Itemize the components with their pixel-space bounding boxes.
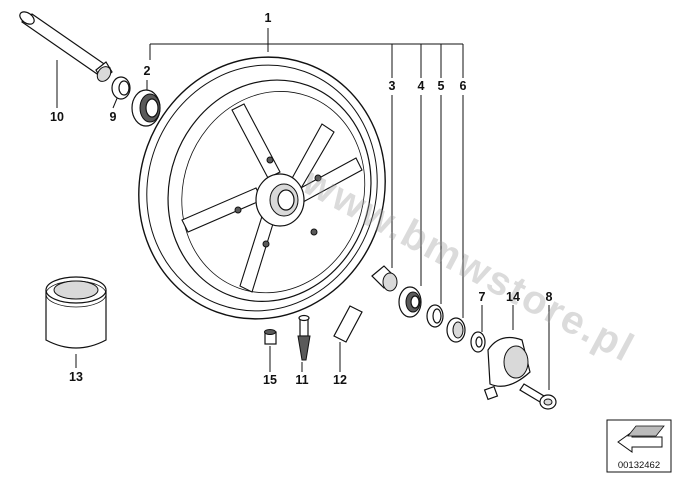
grease-can-part-13 (45, 276, 107, 349)
callout-2: 2 (144, 64, 151, 78)
ring-part-5 (426, 304, 444, 328)
callout-labels: 1 2 3 4 5 6 7 8 9 10 11 12 13 14 15 (50, 11, 552, 387)
callout-4: 4 (418, 79, 425, 93)
bearing-part-2 (131, 89, 161, 127)
callout-7: 7 (479, 290, 486, 304)
callout-3: 3 (389, 79, 396, 93)
sensor-part-14 (483, 337, 531, 401)
callout-15: 15 (263, 373, 277, 387)
reference-box: 00132462 (606, 419, 672, 473)
callout-11: 11 (295, 373, 308, 387)
sleeve-part-3 (371, 265, 398, 292)
callout-12: 12 (333, 373, 347, 387)
wheel-hub (234, 156, 322, 248)
callout-14: 14 (506, 290, 520, 304)
axle-part-10 (19, 11, 113, 82)
reference-number: 00132462 (618, 460, 660, 471)
leader-lines (56, 28, 550, 390)
callout-13: 13 (69, 370, 83, 384)
seal-part-6 (446, 317, 466, 343)
callout-8: 8 (546, 290, 553, 304)
bolt-part-8 (519, 383, 557, 410)
nut-part-15 (264, 329, 277, 345)
washer-part-7 (470, 331, 486, 353)
callout-6: 6 (460, 79, 467, 93)
weight-part-12 (333, 305, 363, 343)
callout-5: 5 (438, 79, 445, 93)
valve-part-11 (297, 314, 311, 361)
callout-9: 9 (110, 110, 117, 124)
callout-10: 10 (50, 110, 64, 124)
bearing-part-4 (398, 286, 422, 318)
spacer-part-9 (111, 76, 131, 100)
callout-1: 1 (265, 11, 272, 25)
